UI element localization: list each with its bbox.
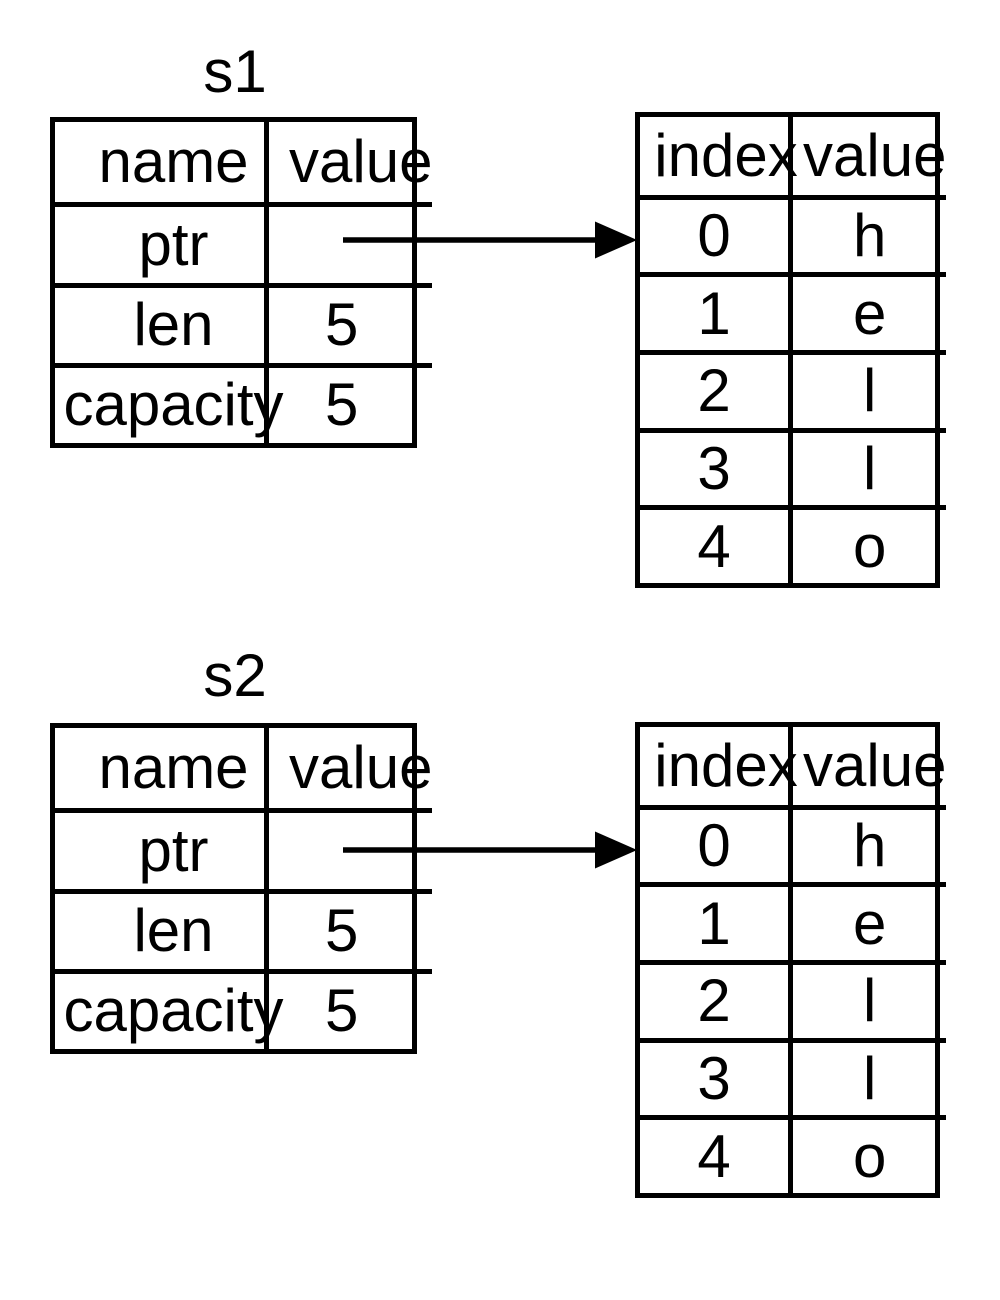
- stack-field-name: len: [55, 888, 264, 969]
- heap-index-cell: 4: [640, 505, 788, 583]
- heap-index-cell: 2: [640, 959, 788, 1038]
- heap-index-cell: 0: [640, 804, 788, 883]
- heap-index-cell: 0: [640, 194, 788, 273]
- stack-field-value: 5: [264, 282, 433, 363]
- heap-value-cell: o: [788, 505, 947, 583]
- variable-name-label: s1: [203, 38, 267, 105]
- stack-field-value: [264, 202, 433, 283]
- heap-value-cell: e: [788, 882, 947, 960]
- heap-value-cell: h: [788, 804, 947, 883]
- heap-value-cell: l: [788, 349, 947, 428]
- stack-table-s2: name value ptr len 5 capacity 5: [50, 723, 433, 1054]
- heap-value-cell: o: [788, 1115, 947, 1193]
- stack-field-name: ptr: [55, 808, 264, 888]
- arrow-head-icon: [595, 221, 637, 259]
- header-cell-value: value: [788, 727, 946, 805]
- stack-field-name: ptr: [55, 202, 264, 282]
- heap-index-cell: 3: [640, 1037, 788, 1116]
- heap-index-cell: 1: [640, 272, 788, 350]
- header-cell-name: name: [98, 734, 249, 802]
- ptr-arrow: [343, 221, 637, 259]
- header-cell-value: value: [264, 728, 432, 809]
- heap-value-cell: l: [788, 959, 947, 1038]
- stack-field-value: [264, 808, 433, 889]
- header-cell-index: index: [654, 121, 798, 189]
- stack-field-value: 5: [264, 362, 433, 443]
- variable-name-label: s2: [203, 642, 267, 709]
- header-cell-value: value: [788, 117, 946, 195]
- heap-value-cell: e: [788, 272, 947, 350]
- header-cell-value: value: [264, 122, 432, 203]
- heap-index-cell: 1: [640, 882, 788, 960]
- heap-index-cell: 4: [640, 1115, 788, 1193]
- heap-table-s1: index value 0 h 1 e 2 l 3 l 4 o: [635, 112, 947, 588]
- stack-field-value: 5: [264, 888, 433, 969]
- heap-table-s2: index value 0 h 1 e 2 l 3 l 4 o: [635, 722, 947, 1198]
- stack-field-value: 5: [264, 968, 433, 1049]
- stack-field-name: len: [55, 282, 264, 363]
- stack-field-name: capacity: [55, 362, 284, 443]
- heap-index-cell: 3: [640, 427, 788, 506]
- stack-field-name: capacity: [55, 968, 284, 1049]
- ptr-arrow: [343, 831, 637, 869]
- header-cell-name: name: [98, 128, 249, 196]
- header-cell-index: index: [654, 731, 798, 799]
- stack-table-s1: name value ptr len 5 capacity 5: [50, 117, 433, 448]
- heap-index-cell: 2: [640, 349, 788, 428]
- heap-value-cell: l: [788, 1037, 947, 1116]
- heap-value-cell: h: [788, 194, 947, 273]
- arrow-head-icon: [595, 831, 637, 869]
- heap-value-cell: l: [788, 427, 947, 506]
